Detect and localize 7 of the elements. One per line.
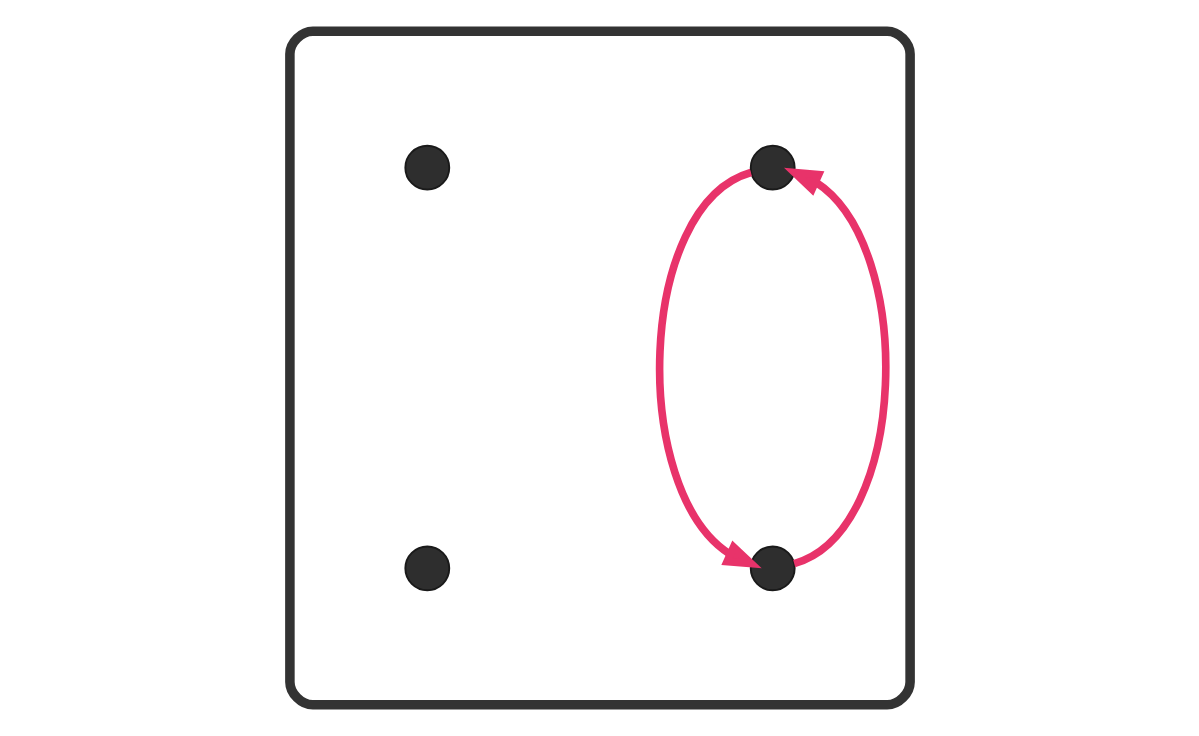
node-circle (749, 144, 796, 191)
arrow (655, 169, 762, 569)
arrow (783, 167, 889, 567)
node-circle (403, 545, 450, 592)
node-circle (403, 144, 450, 191)
cluster (284, 26, 915, 710)
node-circle (749, 545, 796, 592)
